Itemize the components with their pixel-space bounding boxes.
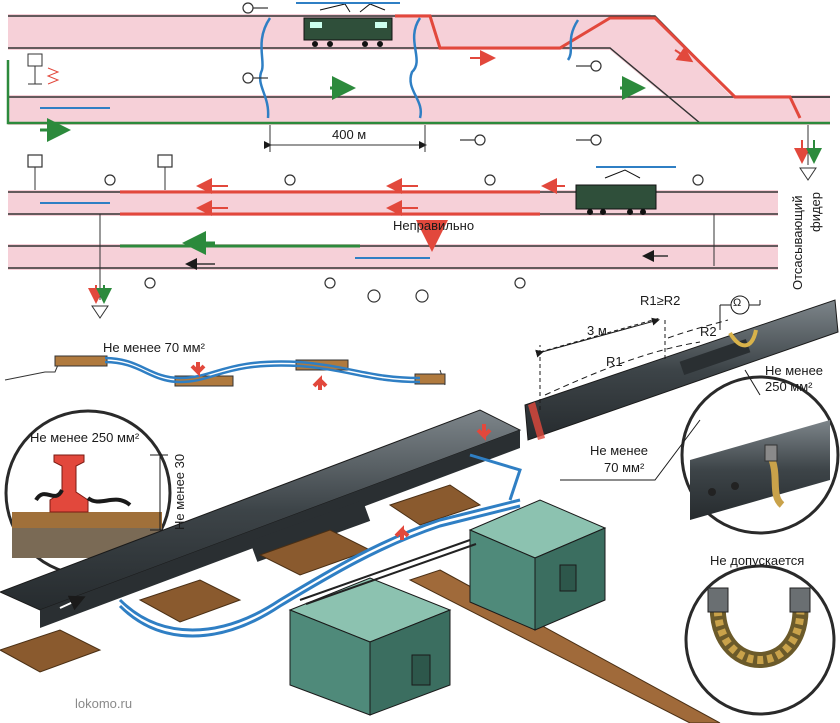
- r1-label: R1: [606, 354, 623, 369]
- min70-mid-label-1: Не менее: [590, 443, 649, 458]
- detail-circle-left: [4, 409, 172, 577]
- watermark: lokomo.ru: [75, 696, 133, 711]
- feeder-label-line1: Отсасывающий: [790, 195, 805, 290]
- detail-circle-right-top: [680, 375, 840, 535]
- feeder-label-line2: фидер: [808, 191, 823, 232]
- cable-profile: [4, 355, 446, 390]
- min250-right-label-2: 250 мм²: [765, 379, 813, 394]
- incorrect-label: Неправильно: [393, 218, 475, 233]
- min250-right-label-1: Не менее: [765, 363, 824, 378]
- ohm-label: Ω: [733, 297, 742, 309]
- locomotive-top: [296, 2, 400, 47]
- distance-400-label: 400 м: [332, 127, 367, 142]
- junction-box-front: [288, 577, 452, 716]
- dist-3m-label: 3 м: [587, 323, 607, 338]
- ratio-label: R1≥R2: [640, 293, 681, 308]
- detail-circle-right-bottom: [684, 564, 836, 716]
- min70-mid-label-2: 70 мм²: [604, 460, 645, 475]
- locomotive-middle: [575, 166, 676, 215]
- min250-left-label: Не менее 250 мм²: [30, 430, 140, 445]
- top-track-scheme: [6, 2, 830, 181]
- min30-label: Не менее 30: [172, 453, 187, 530]
- min70-top-label: Не менее 70 мм²: [103, 340, 205, 355]
- middle-track-scheme: [8, 154, 778, 319]
- rail-measurement: [524, 295, 839, 441]
- junction-box-back: [468, 499, 607, 631]
- rail-assembly-3d: [0, 409, 721, 723]
- r2-label: R2: [700, 324, 717, 339]
- not-allowed-label: Не допускается: [710, 553, 805, 568]
